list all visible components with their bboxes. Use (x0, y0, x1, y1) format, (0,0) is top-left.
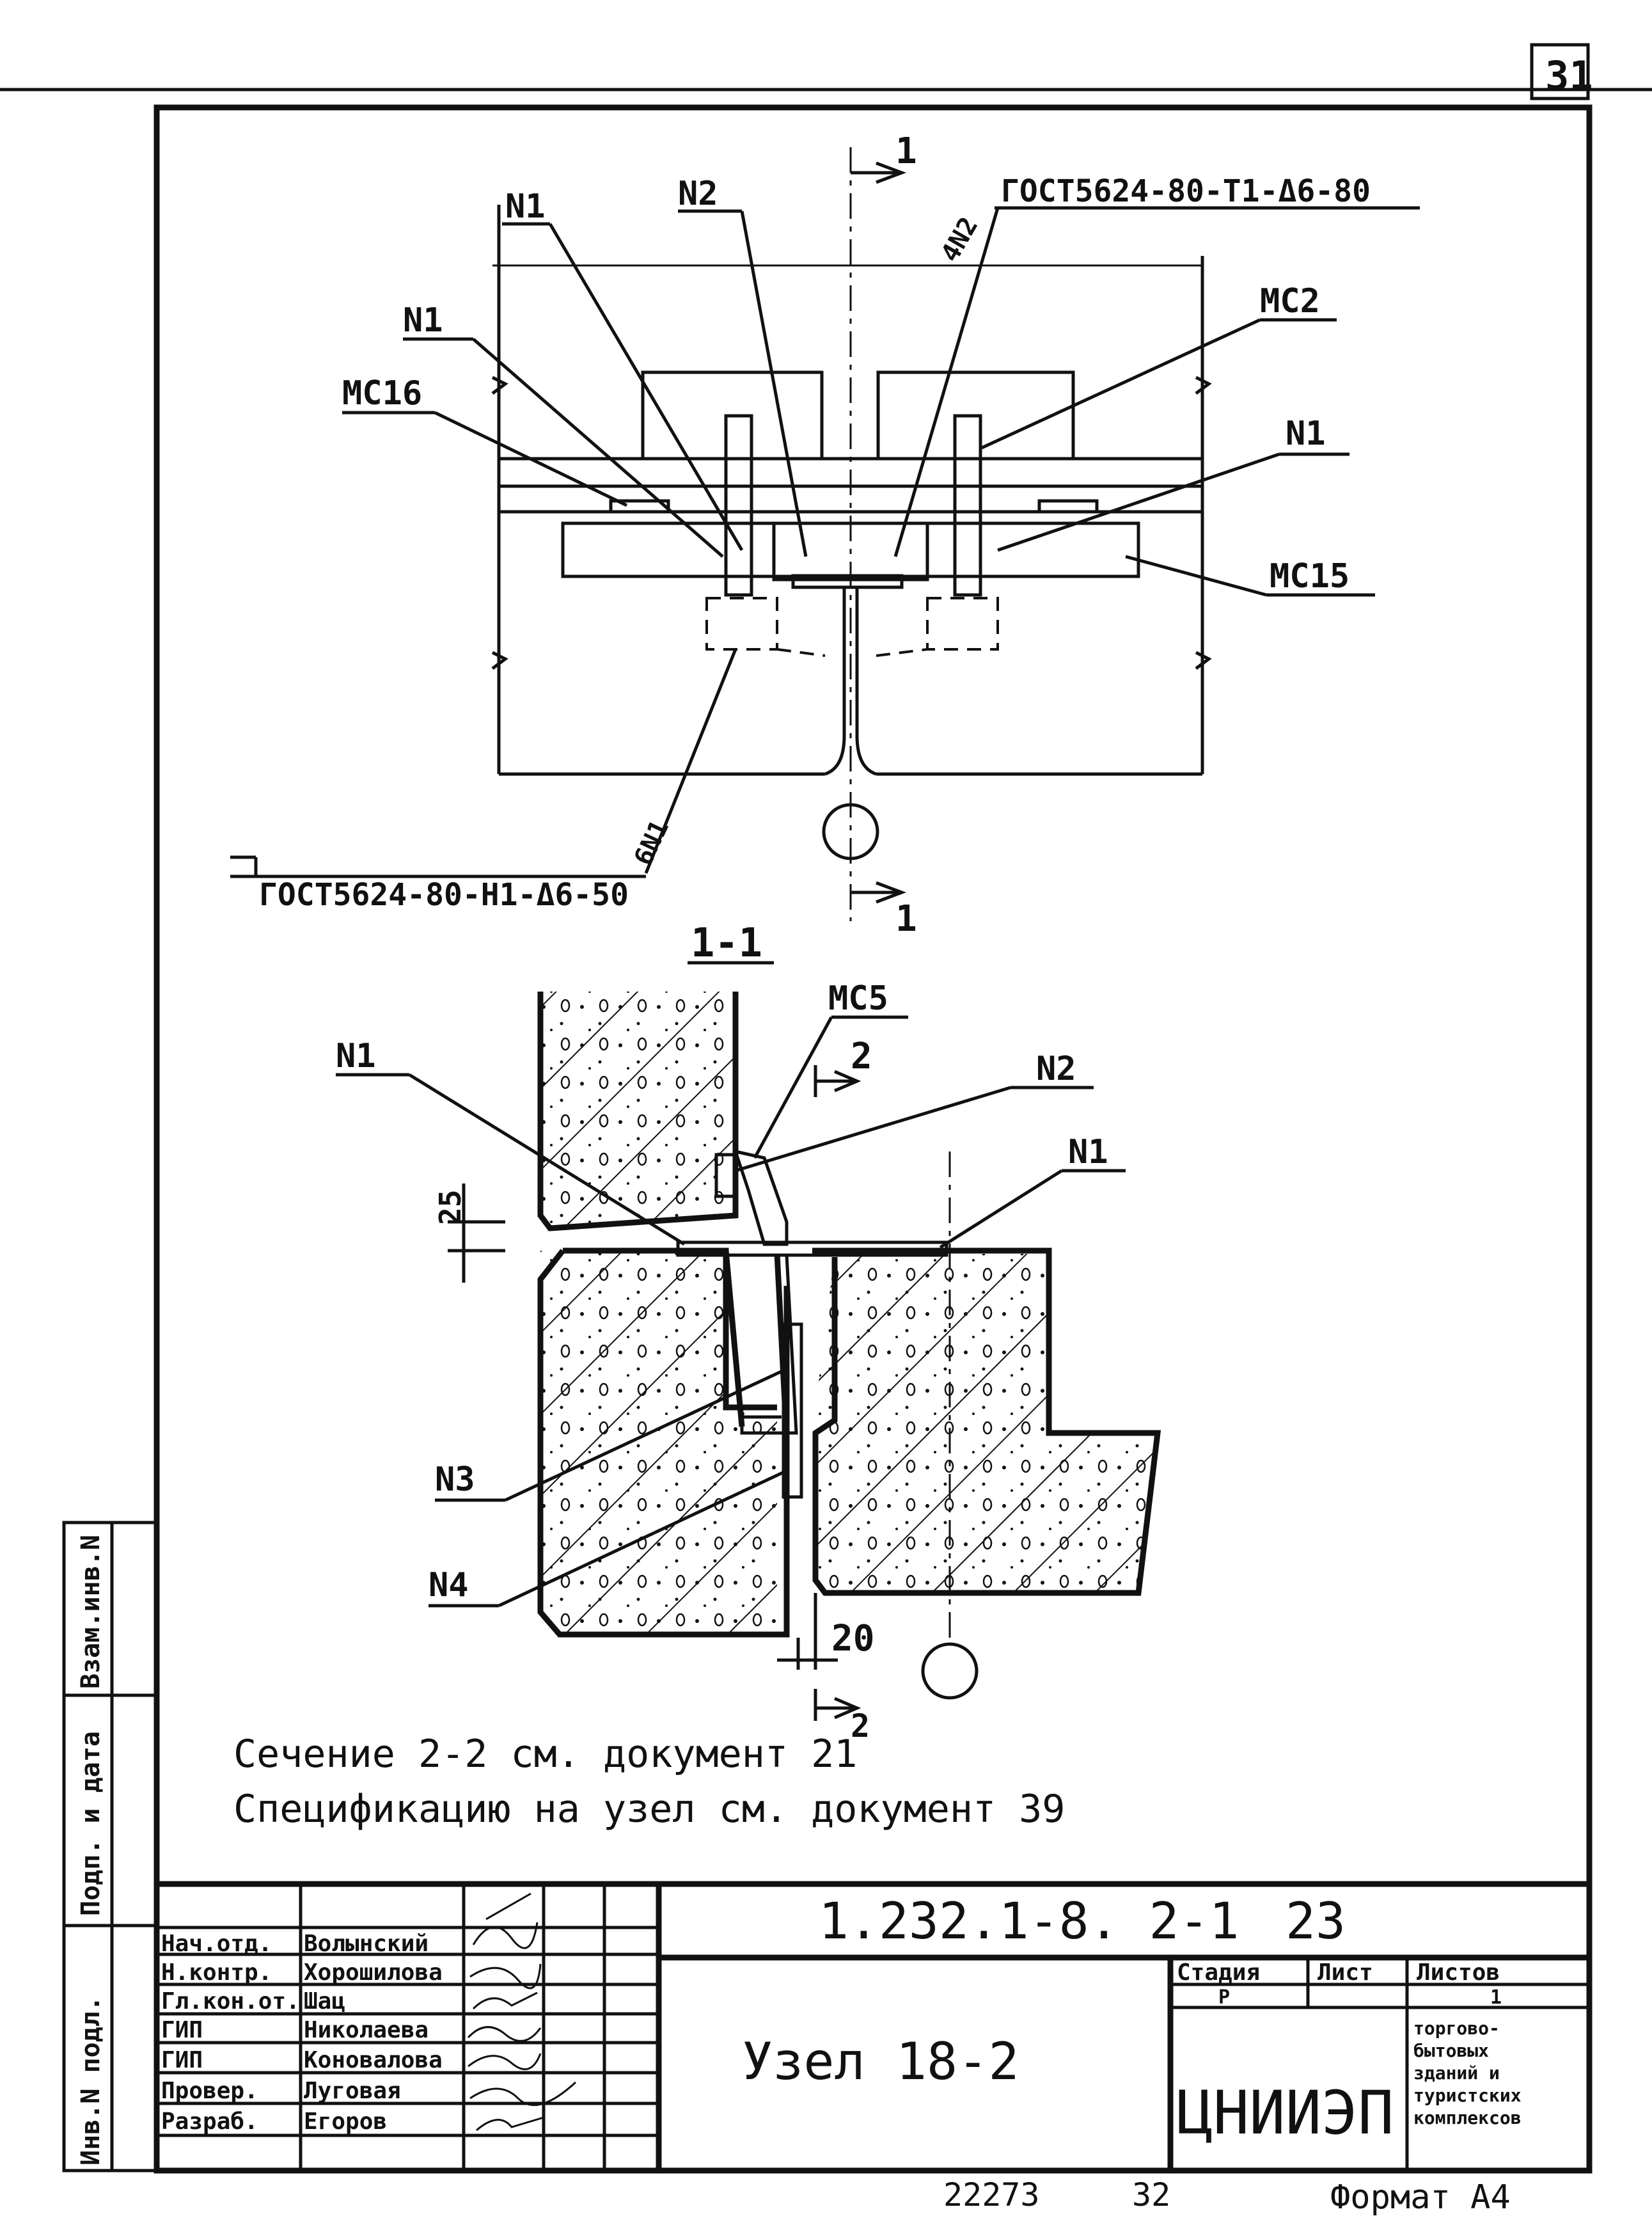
format-label: Формат А4 (1330, 2178, 1511, 2216)
org-desc-3: зданий и (1413, 2062, 1500, 2084)
label-n2-section: N2 (1036, 1050, 1076, 1088)
label-n1-top: N1 (505, 187, 546, 226)
label-n1-left: N1 (403, 301, 443, 340)
doc-code: 1.232.1-8. 2-1 (819, 1893, 1239, 1951)
stamp-vzam: Взам.инв.N (76, 1535, 106, 1689)
org-desc-5: комплексов (1413, 2107, 1522, 2128)
note-line-2: Спецификацию на узел см. документ 39 (233, 1787, 1065, 1832)
section-title: 1-1 (691, 919, 762, 966)
sig-name-4: Коновалова (304, 2047, 443, 2073)
side-stamp: Взам.инв.N Подп. и дата Инв.N подл. (62, 1521, 159, 2172)
label-4n2: 4N2 (935, 212, 984, 267)
next-page-number: 32 (1132, 2176, 1170, 2213)
label-n1-right-section: N1 (1068, 1133, 1108, 1171)
label-n4: N4 (429, 1566, 469, 1604)
sheets-value: 1 (1490, 1986, 1502, 2009)
sheet-header: Лист (1318, 1959, 1373, 1986)
label-n1-right: N1 (1286, 415, 1326, 453)
sig-name-0: Волынский (304, 1931, 429, 1957)
sig-name-3: Николаева (304, 2017, 429, 2043)
dim-25: 25 (433, 1190, 468, 1225)
sig-name-5: Луговая (304, 2078, 401, 2104)
sheets-header: Листов (1417, 1959, 1500, 1986)
sig-role-6: Разраб. (161, 2109, 258, 2135)
sig-role-0: Нач.отд. (161, 1931, 272, 1957)
stage-value: Р (1218, 1986, 1230, 2009)
sig-role-3: ГИП (161, 2017, 203, 2043)
org-desc-4: туристских (1413, 2085, 1522, 2106)
label-n2-top: N2 (678, 175, 718, 213)
inventory-number: 22273 (943, 2176, 1040, 2213)
label-mc16: MC16 (342, 374, 422, 413)
signature-scribbles (467, 1892, 577, 2132)
label-gost-bottom: ГОСТ5624-80-Н1-Δ6-50 (259, 877, 629, 913)
org-logo: ЦНИИЭП (1177, 2078, 1394, 2148)
sig-name-2: Шац (304, 1988, 345, 2014)
cut-1-bottom-label: 1 (895, 898, 917, 940)
section-view: 1-1 25 20 (336, 919, 1161, 1745)
label-mc2: MC2 (1260, 282, 1320, 321)
label-gost-top: ГОСТ5624-80-Т1-Δ6-80 (1001, 173, 1371, 209)
cut-2-bottom-label: 2 (851, 1707, 870, 1745)
title-block: Нач.отд. Волынский Н.контр. Хорошилова Г… (157, 1881, 1589, 2171)
doc-number: 23 (1286, 1893, 1346, 1951)
sig-name-6: Егоров (304, 2109, 387, 2135)
footer: 22273 32 Формат А4 (943, 2176, 1511, 2216)
cut-2-label: 2 (851, 1036, 872, 1077)
page-number: 31 (1545, 52, 1593, 99)
label-mc5: MC5 (828, 979, 888, 1018)
dim-20: 20 (831, 1618, 874, 1659)
stamp-podp: Подп. и дата (76, 1731, 106, 1916)
sig-role-5: Провер. (161, 2078, 258, 2104)
note-line-1: Сечение 2-2 см. документ 21 (233, 1732, 857, 1777)
sheet-frame: 31 (0, 43, 1652, 2174)
label-6n1: 6N1 (629, 816, 675, 870)
notes: Сечение 2-2 см. документ 21 Спецификацию… (233, 1732, 1065, 1832)
label-n1-left-section: N1 (336, 1037, 376, 1075)
plan-view: 1 1 N1 N2 4N2 ГОСТ5624-80-Т1-Δ6-80 N1 MC… (230, 131, 1420, 940)
org-desc-1: торгово- (1413, 2018, 1500, 2039)
cut-1-top-label: 1 (895, 131, 917, 172)
stamp-inv: Инв.N подл. (76, 1996, 106, 2165)
label-mc15: MC15 (1270, 557, 1349, 596)
sig-role-2: Гл.кон.от. (161, 1988, 300, 2014)
org-desc-2: бытовых (1413, 2040, 1489, 2061)
drawing-title: Узел 18-2 (742, 2032, 1019, 2091)
sig-role-1: Н.контр. (161, 1959, 272, 1986)
sig-role-4: ГИП (161, 2047, 203, 2073)
sig-name-1: Хорошилова (304, 1959, 443, 1986)
stage-header: Стадия (1177, 1959, 1260, 1986)
label-n3: N3 (435, 1460, 475, 1499)
